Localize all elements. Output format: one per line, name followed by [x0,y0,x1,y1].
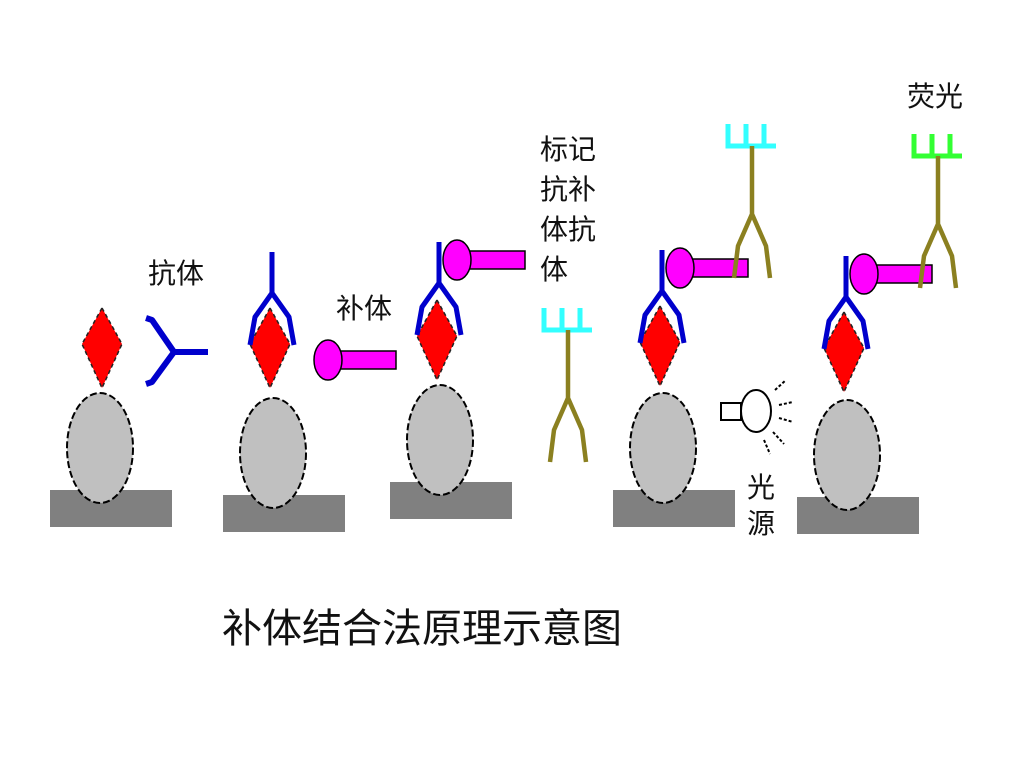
light-bulb-icon [740,389,772,433]
free-anti-complement-antibody [550,330,586,462]
stage2-cell [222,397,346,533]
stage3-bound-complement [442,239,526,281]
label-labeled-anti-complement-antibody: 标记抗补体抗体 [540,133,597,286]
diagram-title: 补体结合法原理示意图 [222,606,622,652]
stage5-cell [796,399,920,535]
stage1-cell [49,392,173,528]
light-ray-1 [774,379,787,391]
stage1-antigen [81,307,123,389]
label-complement: 补体 [336,292,393,325]
stage5-fluorescent-label-icon [911,134,962,159]
stage4-cell [612,392,736,528]
light-ray-2 [778,401,794,406]
stage1-free-antibody [145,315,208,387]
label-light-source: 光源 [746,471,775,540]
stage4-anti-complement-antibody [734,146,770,278]
light-ray-4 [772,431,785,445]
stage4-label-icon [725,124,776,149]
light-source-icon [720,402,742,421]
label-antibody: 抗体 [148,257,205,290]
free-label-icon [541,308,592,333]
light-ray-3 [778,417,794,423]
light-ray-5 [763,439,771,455]
label-fluorescence: 荧光 [907,80,964,113]
stage2-free-complement [313,339,397,381]
stage3-cell [389,384,513,520]
